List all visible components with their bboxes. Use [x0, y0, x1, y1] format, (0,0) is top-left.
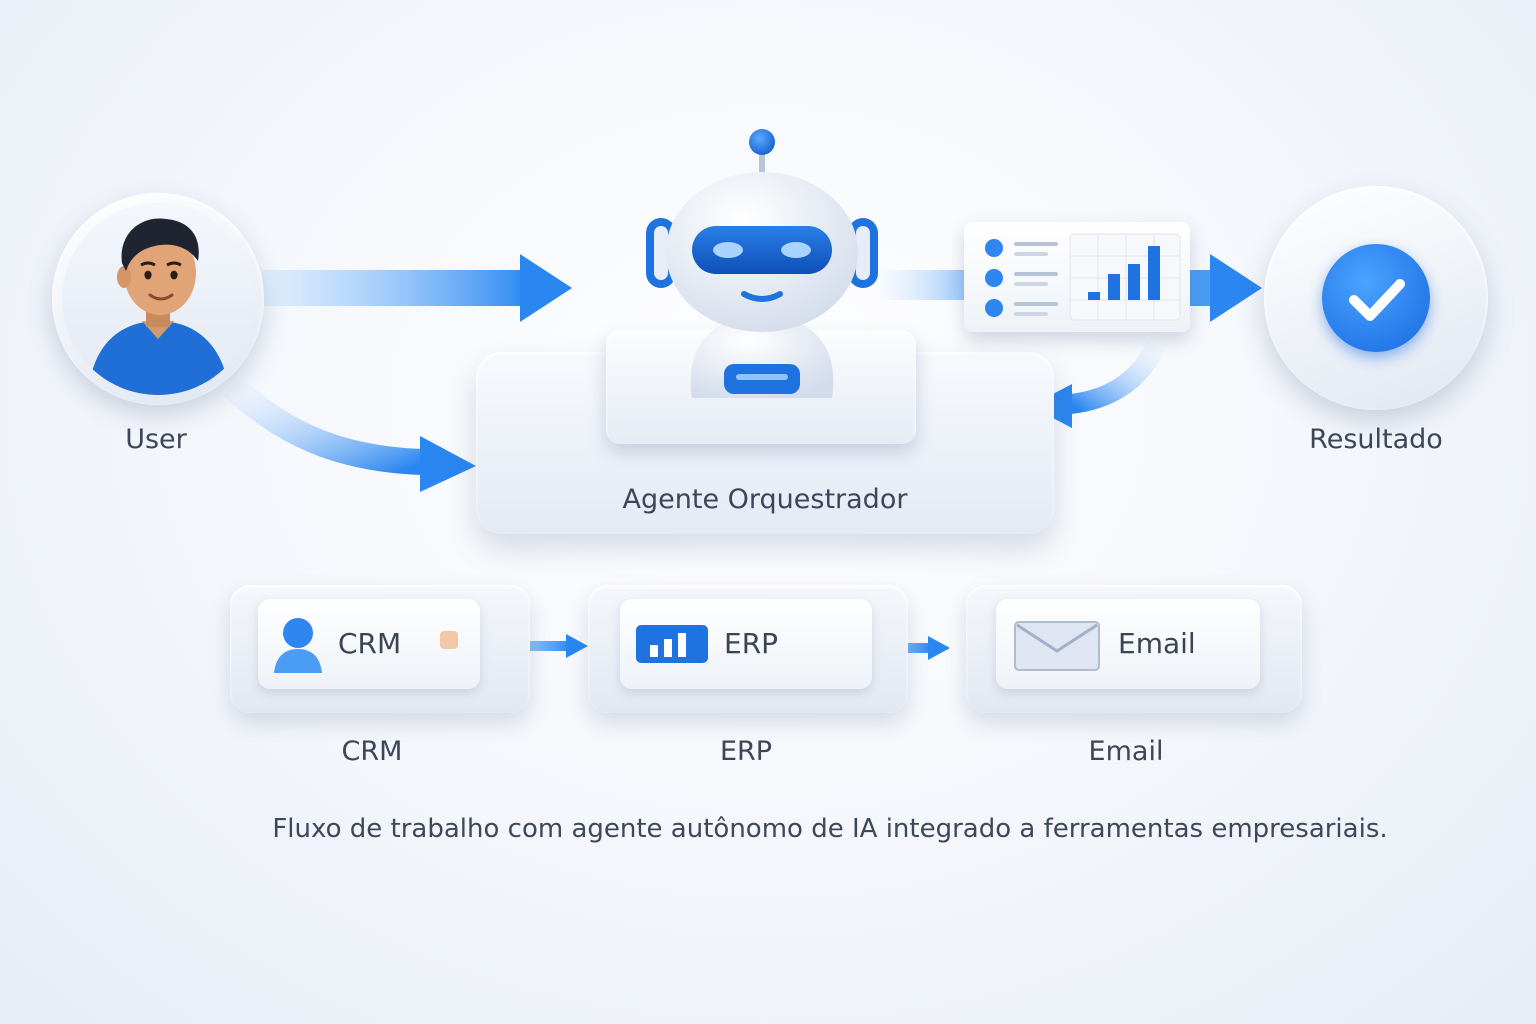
user-avatar-icon: [88, 218, 230, 395]
tool-crm-caption: CRM: [341, 736, 403, 767]
arrow-dashboard-to-result: [1190, 254, 1262, 322]
tool-email-caption: Email: [1088, 736, 1164, 767]
tool-crm-name: CRM: [338, 627, 402, 660]
check-badge: [1322, 244, 1430, 352]
result-node: [1264, 186, 1488, 410]
tool-erp-name: ERP: [724, 627, 779, 660]
tool-crm: CRM: [230, 585, 530, 713]
tool-erp: ERP: [588, 585, 908, 713]
envelope-icon: [1014, 621, 1100, 671]
arrow-user-curve: [223, 376, 476, 492]
user-label: User: [125, 424, 187, 455]
notification-badge-icon: [440, 631, 458, 649]
result-label: Resultado: [1309, 424, 1443, 455]
dashboard-graphic: [985, 233, 1181, 321]
diagram-caption: Fluxo de trabalho com agente autônomo de…: [272, 814, 1388, 844]
agent-label: Agente Orquestrador: [622, 484, 908, 515]
user-icon: [274, 618, 322, 673]
tool-email-name: Email: [1118, 627, 1196, 660]
arrow-agent-to-dashboard: [880, 270, 964, 300]
checkmark-icon: [1349, 279, 1405, 321]
robot-icon: [646, 129, 878, 398]
tool-email: Email: [966, 585, 1302, 713]
tool-erp-caption: ERP: [719, 736, 773, 767]
user-node: [52, 193, 264, 405]
dashboard-card: [964, 222, 1190, 332]
arrow-user-to-agent: [262, 254, 572, 322]
bar-chart-icon: [636, 625, 708, 663]
